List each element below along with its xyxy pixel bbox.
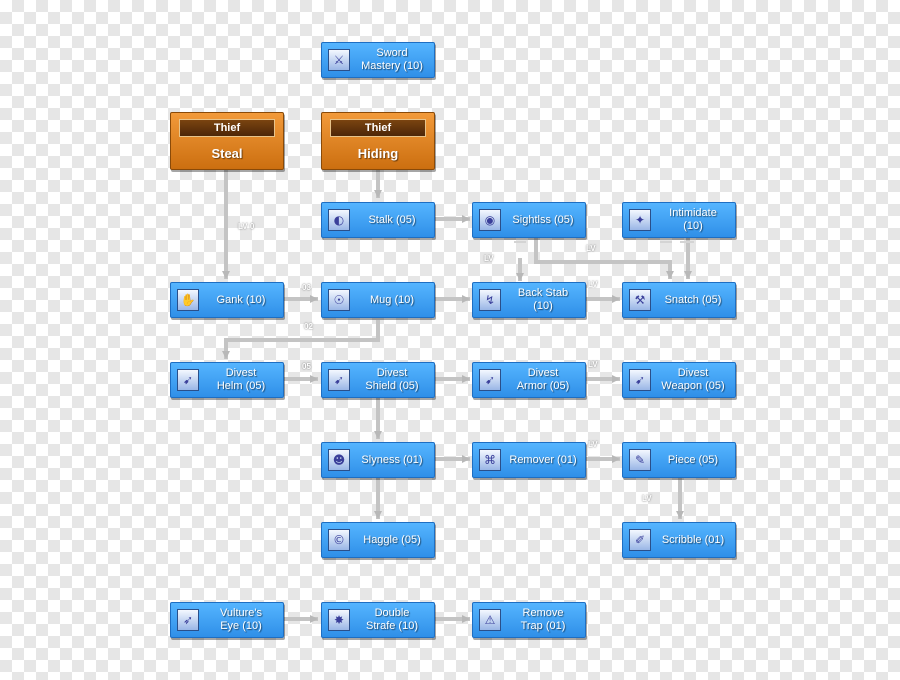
skill-sightlss[interactable]: ◉ Sightlss (05) <box>472 202 586 238</box>
skill-intimidate[interactable]: ✦ Intimidate (10) <box>622 202 736 238</box>
job-class-label: Thief <box>179 119 275 137</box>
skill-back-stab[interactable]: ↯ Back Stab (10) <box>472 282 586 318</box>
skill-stalk[interactable]: ◐ Stalk (05) <box>321 202 435 238</box>
job-box-hiding[interactable]: Thief Hiding <box>321 112 435 170</box>
level-label: 05 <box>302 362 311 371</box>
level-label: LV <box>588 280 598 289</box>
skill-double-strafe[interactable]: ✸ Double Strafe (10) <box>321 602 435 638</box>
back-stab-icon: ↯ <box>479 289 501 311</box>
job-skill-name: Hiding <box>357 146 399 161</box>
skill-remove-trap[interactable]: ⚠ Remove Trap (01) <box>472 602 586 638</box>
coin-icon: © <box>328 529 350 551</box>
level-label: LV <box>642 494 652 503</box>
skill-label: Mug (10) <box>369 293 415 306</box>
skill-vultures-eye[interactable]: ➶ Vulture's Eye (10) <box>170 602 284 638</box>
skill-label: Divest Weapon (05) <box>661 367 725 392</box>
level-label: 02 <box>304 322 313 331</box>
skill-label: Intimidate (10) <box>669 207 717 232</box>
divest-icon: ➹ <box>177 369 199 391</box>
skill-gank[interactable]: ✋ Gank (10) <box>170 282 284 318</box>
skill-label: Back Stab (10) <box>517 287 569 312</box>
job-box-steal[interactable]: Thief Steal <box>170 112 284 170</box>
skill-divest-armor[interactable]: ➹ Divest Armor (05) <box>472 362 586 398</box>
piece-icon: ✎ <box>629 449 651 471</box>
skill-label: Remover (01) <box>509 453 577 466</box>
snatch-icon: ⚒ <box>629 289 651 311</box>
job-class-label: Thief <box>330 119 426 137</box>
skill-label: Stalk (05) <box>368 213 416 226</box>
skill-haggle[interactable]: © Haggle (05) <box>321 522 435 558</box>
level-label: 03 <box>302 283 311 292</box>
mask-icon: ☻ <box>328 449 350 471</box>
skill-slyness[interactable]: ☻ Slyness (01) <box>321 442 435 478</box>
divest-icon: ➹ <box>479 369 501 391</box>
level-label: LV <box>484 254 494 263</box>
skill-divest-weapon[interactable]: ➹ Divest Weapon (05) <box>622 362 736 398</box>
skill-label: Sightlss (05) <box>512 213 574 226</box>
intimidate-icon: ✦ <box>629 209 651 231</box>
skill-label: Divest Armor (05) <box>516 367 570 392</box>
skill-label: Remove Trap (01) <box>520 607 566 632</box>
skill-label: Divest Helm (05) <box>216 367 266 392</box>
skill-snatch[interactable]: ⚒ Snatch (05) <box>622 282 736 318</box>
skill-label: Scribble (01) <box>661 533 725 546</box>
skill-label: Divest Shield (05) <box>365 367 419 392</box>
divest-icon: ➹ <box>629 369 651 391</box>
skill-label: Sword Mastery (10) <box>361 47 423 72</box>
skill-mug[interactable]: ☉ Mug (10) <box>321 282 435 318</box>
skill-label: Slyness (01) <box>361 453 423 466</box>
level-label: LV 0 <box>238 222 255 231</box>
stalk-icon: ◐ <box>328 209 350 231</box>
skill-piece[interactable]: ✎ Piece (05) <box>622 442 736 478</box>
level-label: LV <box>588 440 598 449</box>
skill-divest-shield[interactable]: ➹ Divest Shield (05) <box>321 362 435 398</box>
bow-icon: ➶ <box>177 609 199 631</box>
eye-icon: ◉ <box>479 209 501 231</box>
skill-scribble[interactable]: ✐ Scribble (01) <box>622 522 736 558</box>
trap-icon: ⚠ <box>479 609 501 631</box>
skill-label: Gank (10) <box>216 293 266 306</box>
skill-label: Snatch (05) <box>664 293 722 306</box>
brush-icon: ✐ <box>629 529 651 551</box>
strafe-icon: ✸ <box>328 609 350 631</box>
skill-divest-helm[interactable]: ➹ Divest Helm (05) <box>170 362 284 398</box>
gank-icon: ✋ <box>177 289 199 311</box>
skill-label: Double Strafe (10) <box>366 607 418 632</box>
level-label: LV <box>586 244 596 253</box>
sword-icon: ⚔ <box>328 49 350 71</box>
remover-icon: ⌘ <box>479 449 501 471</box>
divest-icon: ➹ <box>328 369 350 391</box>
skill-sword-mastery[interactable]: ⚔ Sword Mastery (10) <box>321 42 435 78</box>
skill-label: Piece (05) <box>667 453 719 466</box>
level-label: LV <box>588 360 598 369</box>
mug-icon: ☉ <box>328 289 350 311</box>
skill-remover[interactable]: ⌘ Remover (01) <box>472 442 586 478</box>
job-skill-name: Steal <box>211 146 243 161</box>
skill-label: Haggle (05) <box>363 533 421 546</box>
skill-label: Vulture's Eye (10) <box>219 607 263 632</box>
